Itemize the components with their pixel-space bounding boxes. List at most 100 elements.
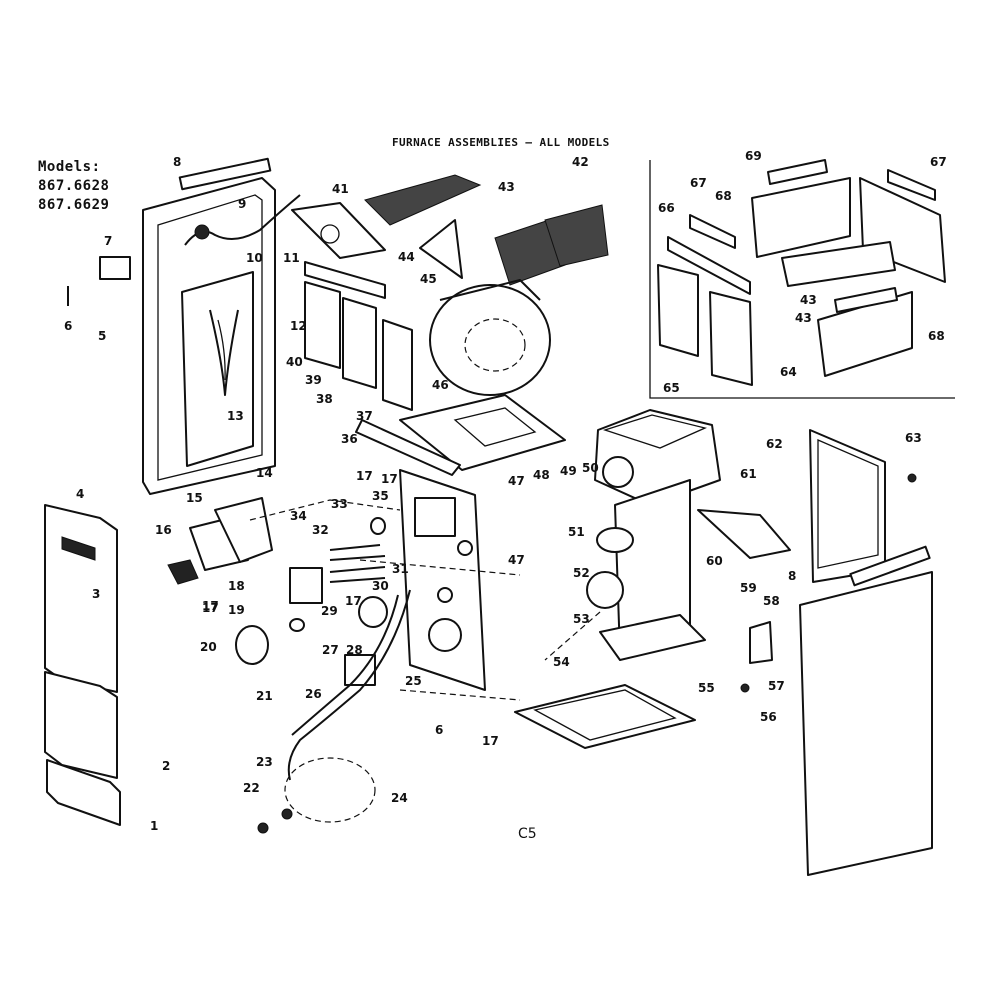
cabinet-side-inner [157, 194, 263, 481]
part-callout-67: 67 [930, 155, 947, 169]
inset-frame [649, 160, 955, 399]
panel-port [428, 618, 462, 652]
part-callout-30: 30 [372, 579, 389, 593]
part-callout-6: 6 [64, 319, 72, 333]
part-callout-58: 58 [763, 594, 780, 608]
shelf-opening [453, 407, 537, 447]
part-callout-20: 20 [200, 640, 217, 654]
part-callout-68: 68 [715, 189, 732, 203]
part-callout-43: 43 [800, 293, 817, 307]
inset-rail-67a [689, 214, 736, 249]
part-callout-66: 66 [658, 201, 675, 215]
flex-tube-25 [287, 589, 411, 781]
cylinder-51 [596, 527, 634, 553]
access-opening [181, 271, 254, 467]
part-callout-26: 26 [305, 687, 322, 701]
burner-panel-36 [399, 469, 486, 691]
panel-window [414, 497, 456, 537]
top-plate-hole [320, 224, 340, 244]
part-callout-38: 38 [316, 392, 333, 406]
rail-44 [304, 261, 386, 299]
part-callout-52: 52 [573, 566, 590, 580]
part-callout-2: 2 [162, 759, 170, 773]
part-callout-31: 31 [392, 562, 409, 576]
part-callout-39: 39 [305, 373, 322, 387]
bottom-pan-54 [514, 684, 696, 749]
part-callout-4: 4 [76, 487, 84, 501]
part-callout-5: 5 [98, 329, 106, 343]
part-callout-19: 19 [228, 603, 245, 617]
door-badge [61, 536, 96, 561]
part-callout-67: 67 [690, 176, 707, 190]
part-callout-37: 37 [356, 409, 373, 423]
connect-dash [249, 499, 601, 701]
part-callout-36: 36 [341, 432, 358, 446]
model-number: 867.6628 [38, 178, 110, 194]
blower-shelf-46 [399, 394, 566, 471]
cable-13b [217, 319, 226, 381]
models-block: Models: 867.6628 867.6629 [38, 158, 109, 215]
diagram-title: FURNACE ASSEMBLIES — ALL MODELS [392, 136, 610, 149]
part-callout-33: 33 [331, 497, 348, 511]
bracket-61 [697, 509, 791, 559]
part-callout-42: 42 [572, 155, 589, 169]
part-callout-9: 9 [238, 197, 246, 211]
part-callout-17: 17 [381, 472, 398, 486]
part-callout-34: 34 [290, 509, 307, 523]
door-panel-56 [799, 571, 933, 876]
part-callout-14: 14 [256, 466, 273, 480]
cable-13 [209, 309, 239, 396]
part-callout-43: 43 [795, 311, 812, 325]
part-callout-10: 10 [246, 251, 263, 265]
disk-19 [235, 625, 269, 665]
part-callout-48: 48 [533, 468, 550, 482]
part-callout-17: 17 [345, 594, 362, 608]
panel-39 [342, 297, 377, 389]
part-callout-49: 49 [560, 464, 577, 478]
part-callout-17: 17 [202, 601, 219, 615]
cabinet-side-panel [142, 177, 276, 495]
part-callout-55: 55 [698, 681, 715, 695]
filter-hatch [364, 174, 482, 226]
models-label: Models: [38, 159, 101, 175]
strip-37 [355, 419, 461, 476]
blower-outlet [439, 279, 541, 301]
door-base-strip [46, 759, 121, 826]
part-callout-57: 57 [768, 679, 785, 693]
switch-58 [749, 621, 773, 664]
inset-rail-67c [887, 169, 936, 201]
side-panel-62-inner [817, 439, 879, 569]
nut-22 [257, 822, 269, 834]
part-callout-6: 6 [435, 723, 443, 737]
part-callout-15: 15 [186, 491, 203, 505]
inset-shelf [781, 241, 896, 287]
inset-panel-64 [709, 291, 753, 386]
blower-housing [429, 284, 551, 396]
part-callout-63: 63 [905, 431, 922, 445]
motor-24-dashed [284, 757, 376, 823]
part-callout-50: 50 [582, 461, 599, 475]
part-callout-17: 17 [202, 599, 219, 613]
part-callout-61: 61 [740, 467, 757, 481]
inducer-outlet [602, 456, 634, 488]
part-callout-3: 3 [92, 587, 100, 601]
part-callout-69: 69 [745, 149, 762, 163]
part-callout-35: 35 [372, 489, 389, 503]
part-callout-41: 41 [332, 182, 349, 196]
part-callout-17: 17 [356, 469, 373, 483]
part-callout-56: 56 [760, 710, 777, 724]
part-callout-46: 46 [432, 378, 449, 392]
strip-8-right [849, 545, 931, 587]
part-callout-8: 8 [788, 569, 796, 583]
part-callout-24: 24 [391, 791, 408, 805]
part-callout-32: 32 [312, 523, 329, 537]
part-callout-40: 40 [286, 355, 303, 369]
nut-23 [281, 808, 293, 820]
orifice-35 [370, 517, 386, 535]
part-callout-51: 51 [568, 525, 585, 539]
panel-port-small [437, 587, 453, 603]
inset-rail-67b [767, 159, 828, 185]
figure-code: C5 [518, 826, 537, 842]
switch-9 [194, 224, 210, 240]
